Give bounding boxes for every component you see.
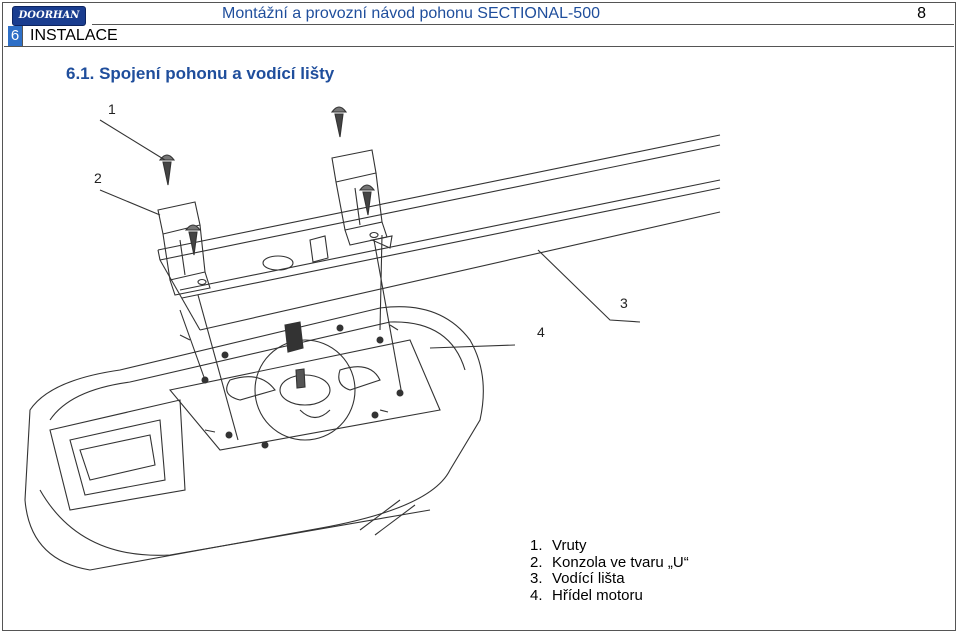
header-divider-top [92,24,954,25]
callout-2: 2 [94,170,102,186]
legend-label: Vodící lišta [552,570,625,587]
screw-2 [184,224,202,256]
document-title: Montážní a provozní návod pohonu SECTION… [222,5,600,22]
legend-label: Konzola ve tvaru „U“ [552,553,689,571]
legend-item: 1. Vruty [530,537,689,555]
callout-3: 3 [620,295,628,311]
legend-number: 3. [530,570,543,587]
chapter-number-badge: 6 [8,26,22,46]
page-number: 8 [917,5,926,22]
legend-label: Hřídel motoru [552,586,643,604]
section-title: 6.1. Spojení pohonu a vodící lišty [66,64,335,83]
screw-3 [330,106,348,138]
callout-1: 1 [108,101,116,117]
legend-item: 4. Hřídel motoru [530,586,689,605]
chapter-name: INSTALACE [30,27,118,44]
parts-legend: 1. Vruty 2. Konzola ve tvaru „U“ 3. Vodící … [530,537,689,605]
header-vertical-divider [22,26,23,46]
legend-number: 1. [530,537,543,554]
legend-number: 4. [530,586,543,604]
u-bracket-left [157,201,211,296]
page-header: DOORHAN Montážní a provozní návod pohonu… [2,2,956,47]
assembly-drawing: 1 2 3 4 [24,101,721,571]
screw-1 [158,154,176,186]
guide-rail [157,134,721,331]
legend-item: 2. Konzola ve tvaru „U“ [530,553,689,572]
doorhan-logo: DOORHAN [12,6,86,26]
callout-4: 4 [537,324,545,340]
drive-housing [24,306,484,571]
motor-shaft [284,321,306,389]
legend-number: 2. [530,553,543,571]
legend-item: 3. Vodící lišta [530,570,689,588]
legend-label: Vruty [552,537,587,554]
header-divider-bottom [4,46,954,47]
u-bracket-right [331,149,388,246]
screw-4 [358,184,376,216]
